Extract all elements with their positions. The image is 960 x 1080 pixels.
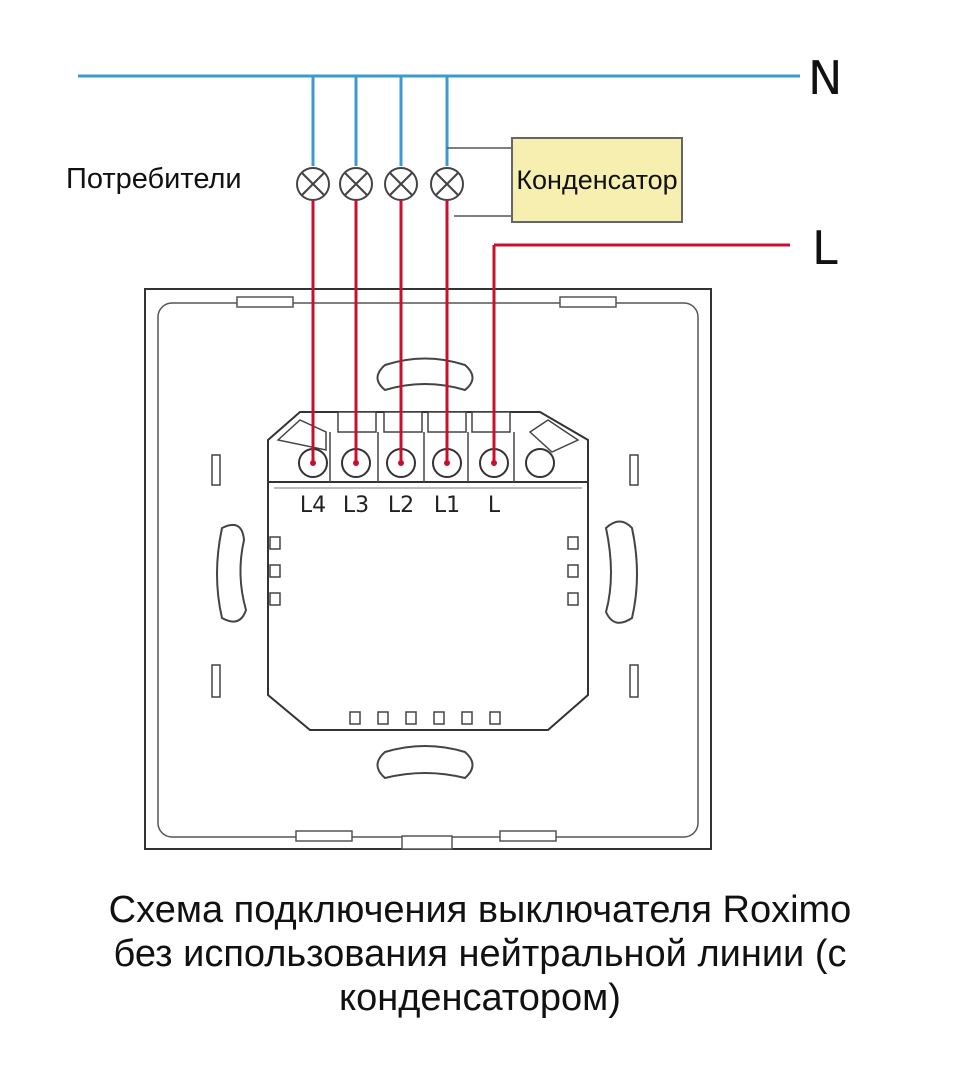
lamp-l3-icon bbox=[339, 167, 373, 201]
frame-clip-bottom-right bbox=[499, 830, 557, 842]
frame-clip-top-right bbox=[559, 296, 617, 308]
live-label: L bbox=[812, 221, 838, 275]
lamp-l4-icon bbox=[296, 167, 330, 201]
caption-line-1: Схема подключения выключателя Roximo bbox=[108, 889, 852, 931]
terminal-block-body bbox=[267, 411, 589, 731]
terminal-label-l3: L3 bbox=[343, 493, 369, 518]
terminal-label-l2: L2 bbox=[388, 493, 414, 518]
consumers-label: Потребители bbox=[66, 163, 242, 195]
terminal-label-l1: L1 bbox=[434, 493, 460, 518]
mount-slot-bottom bbox=[376, 745, 474, 780]
mount-slot-right bbox=[604, 520, 638, 624]
caption-line-3: конденсатором) bbox=[339, 977, 621, 1019]
mount-slot-left bbox=[216, 524, 248, 623]
frame-clip-bottom-center bbox=[401, 835, 453, 850]
terminal-head-l bbox=[471, 411, 511, 433]
side-slot-left-top bbox=[211, 454, 221, 486]
caption-line-2: без использования нейтральной линии (с bbox=[113, 933, 847, 975]
terminal-head-l2 bbox=[383, 411, 423, 433]
frame-clip-top-left bbox=[236, 296, 294, 308]
wiring-diagram: N L Конденсатор Потребители bbox=[66, 51, 842, 850]
side-slot-right-bottom bbox=[629, 664, 639, 698]
side-slot-right-top bbox=[629, 454, 639, 486]
lamp-l1-icon bbox=[430, 167, 464, 201]
terminal-screw-spare bbox=[525, 448, 555, 478]
frame-clip-bottom-left bbox=[295, 830, 353, 842]
terminal-head-extra bbox=[528, 419, 580, 453]
capacitor-label: Конденсатор bbox=[516, 165, 677, 195]
side-slot-left-bottom bbox=[211, 664, 221, 698]
terminal-label-l: L bbox=[488, 493, 501, 518]
neutral-label: N bbox=[808, 51, 842, 105]
diagram-caption: Схема подключения выключателя Roximo без… bbox=[0, 888, 960, 1020]
capacitor-box bbox=[511, 137, 683, 223]
terminal-label-l4: L4 bbox=[300, 493, 326, 518]
lamp-l2-icon bbox=[384, 167, 418, 201]
